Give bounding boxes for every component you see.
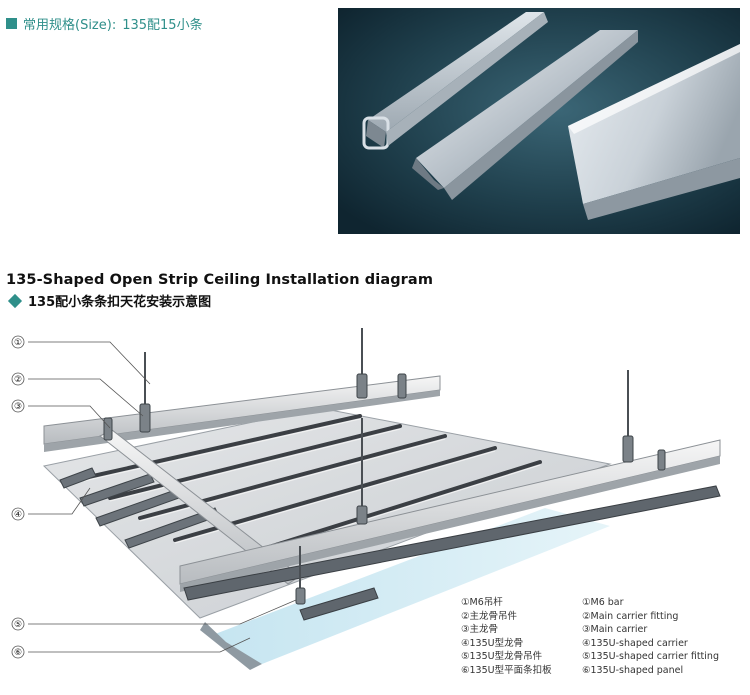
diagram-title-chinese-row: 135配小条条扣天花安装示意图 (7, 291, 212, 310)
legend-english: ①M6 bar ②Main carrier fitting ③Main carr… (582, 596, 719, 678)
product-photo (338, 8, 740, 234)
legend-chinese: ①M6吊杆 ②主龙骨吊件 ③主龙骨 ④135U型龙骨 ⑤135U型龙骨吊件 ⑥1… (461, 596, 552, 678)
square-bullet-icon (6, 18, 17, 29)
callout-2: ② (14, 375, 22, 385)
installation-diagram: ① ② ③ ④ ⑤ ⑥ (0, 318, 750, 695)
legend-en-item: ②Main carrier fitting (582, 610, 679, 622)
diagram-title-chinese: 135配小条条扣天花安装示意图 (28, 295, 212, 310)
spec-heading: 常用规格(Size): 135配15小条 (6, 14, 203, 33)
legend-cn-item: ①M6吊杆 (461, 597, 503, 608)
callout-6: ⑥ (14, 648, 22, 658)
legend-en-item: ③Main carrier (582, 624, 648, 636)
callout-5: ⑤ (14, 620, 22, 630)
callout-4: ④ (14, 510, 22, 520)
legend-cn-item: ③主龙骨 (461, 624, 499, 636)
legend-en-item: ①M6 bar (582, 597, 624, 608)
diagram-title-english: 135-Shaped Open Strip Ceiling Installati… (6, 272, 434, 288)
blue-panel-shape (210, 508, 610, 664)
diamond-bullet-icon (7, 293, 23, 308)
callout-3: ③ (14, 402, 22, 412)
legend-en-item: ④135U-shaped carrier (582, 637, 688, 649)
callout-1: ① (14, 338, 22, 348)
legend-cn-item: ⑤135U型龙骨吊件 (461, 651, 543, 663)
legend-en-item: ⑤135U-shaped carrier fitting (582, 651, 719, 663)
legend-cn-item: ④135U型龙骨 (461, 637, 524, 649)
legend-en-item: ⑥135U-shaped panel (582, 664, 684, 676)
spec-label: 常用规格(Size): (23, 18, 117, 33)
strip-profiles-illustration (338, 8, 740, 234)
legend-cn-item: ⑥135U型平面条扣板 (461, 664, 552, 676)
ceiling-assembly-drawing: ① ② ③ ④ ⑤ ⑥ (11, 328, 721, 670)
legend-cn-item: ②主龙骨吊件 (461, 610, 518, 622)
spec-value: 135配15小条 (122, 18, 203, 33)
